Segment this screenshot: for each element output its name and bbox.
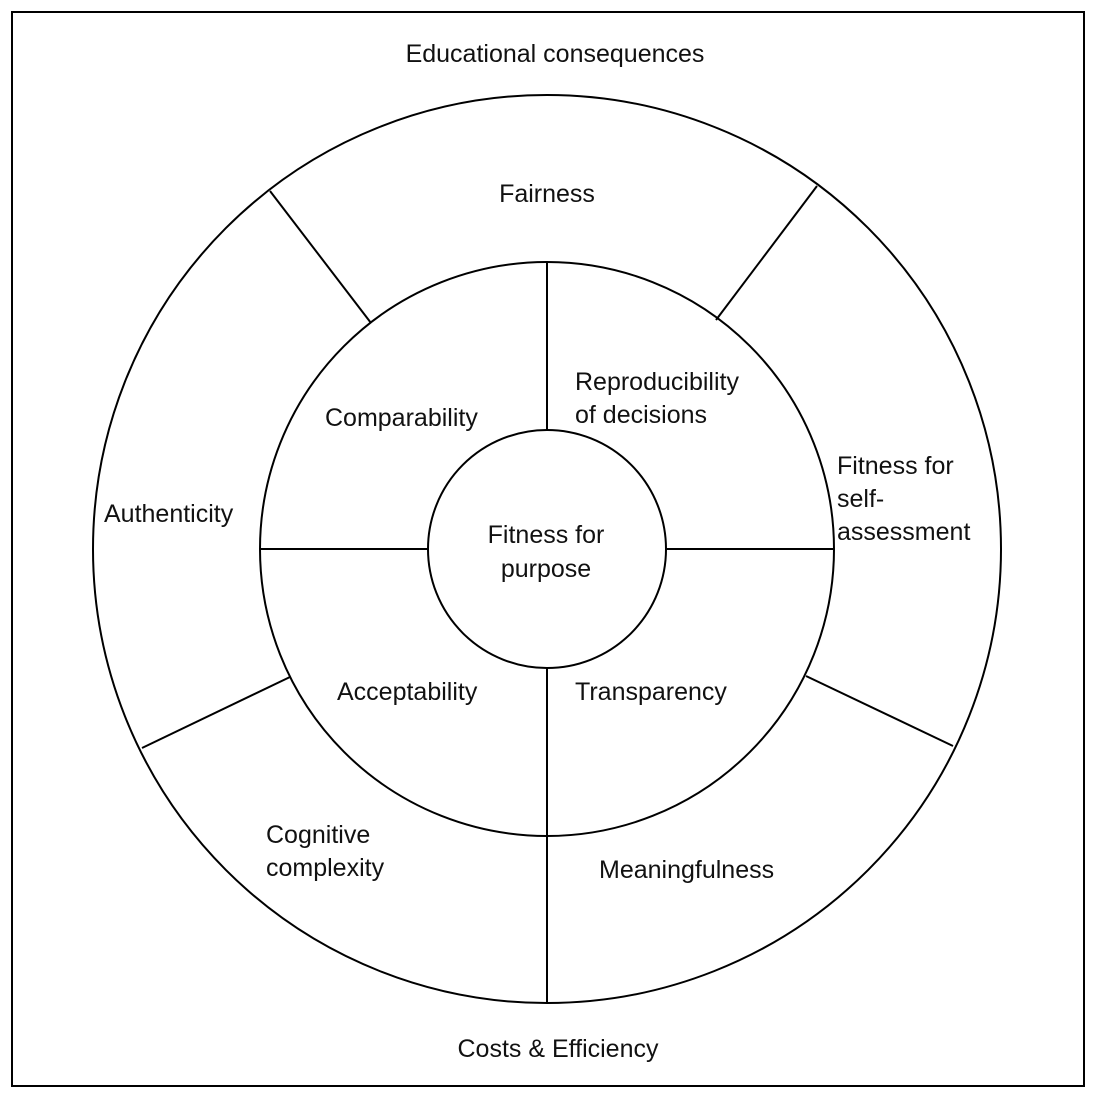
inner-circle xyxy=(427,429,667,669)
label-comparability: Comparability xyxy=(325,404,478,432)
outer-frame xyxy=(11,11,1085,1087)
label-transparency: Transparency xyxy=(575,678,727,706)
label-reproducibility-2: of decisions xyxy=(575,401,707,429)
label-cognitive-complexity-2: complexity xyxy=(266,854,385,882)
label-fitness-self-assessment-2: self- xyxy=(837,485,884,513)
label-fairness: Fairness xyxy=(499,180,595,208)
label-meaningfulness: Meaningfulness xyxy=(599,856,774,884)
divider-outer-lower-right xyxy=(805,675,954,747)
label-cognitive-complexity-1: Cognitive xyxy=(266,821,370,849)
label-reproducibility-1: Reproducibility xyxy=(575,368,739,396)
label-educational-consequences: Educational consequences xyxy=(406,40,705,68)
divider-outer-upper-right xyxy=(715,185,818,321)
label-authenticity: Authenticity xyxy=(104,500,234,528)
label-fitness-purpose-1: Fitness for xyxy=(488,521,605,549)
label-fitness-self-assessment-1: Fitness for xyxy=(837,452,954,480)
divider-outer-upper-left xyxy=(269,190,372,324)
label-acceptability: Acceptability xyxy=(337,678,478,706)
label-fitness-self-assessment-3: assessment xyxy=(837,518,970,546)
divider-outer-lower-left xyxy=(141,676,291,749)
label-costs-efficiency: Costs & Efficiency xyxy=(457,1035,659,1063)
label-fitness-purpose-2: purpose xyxy=(501,555,591,583)
